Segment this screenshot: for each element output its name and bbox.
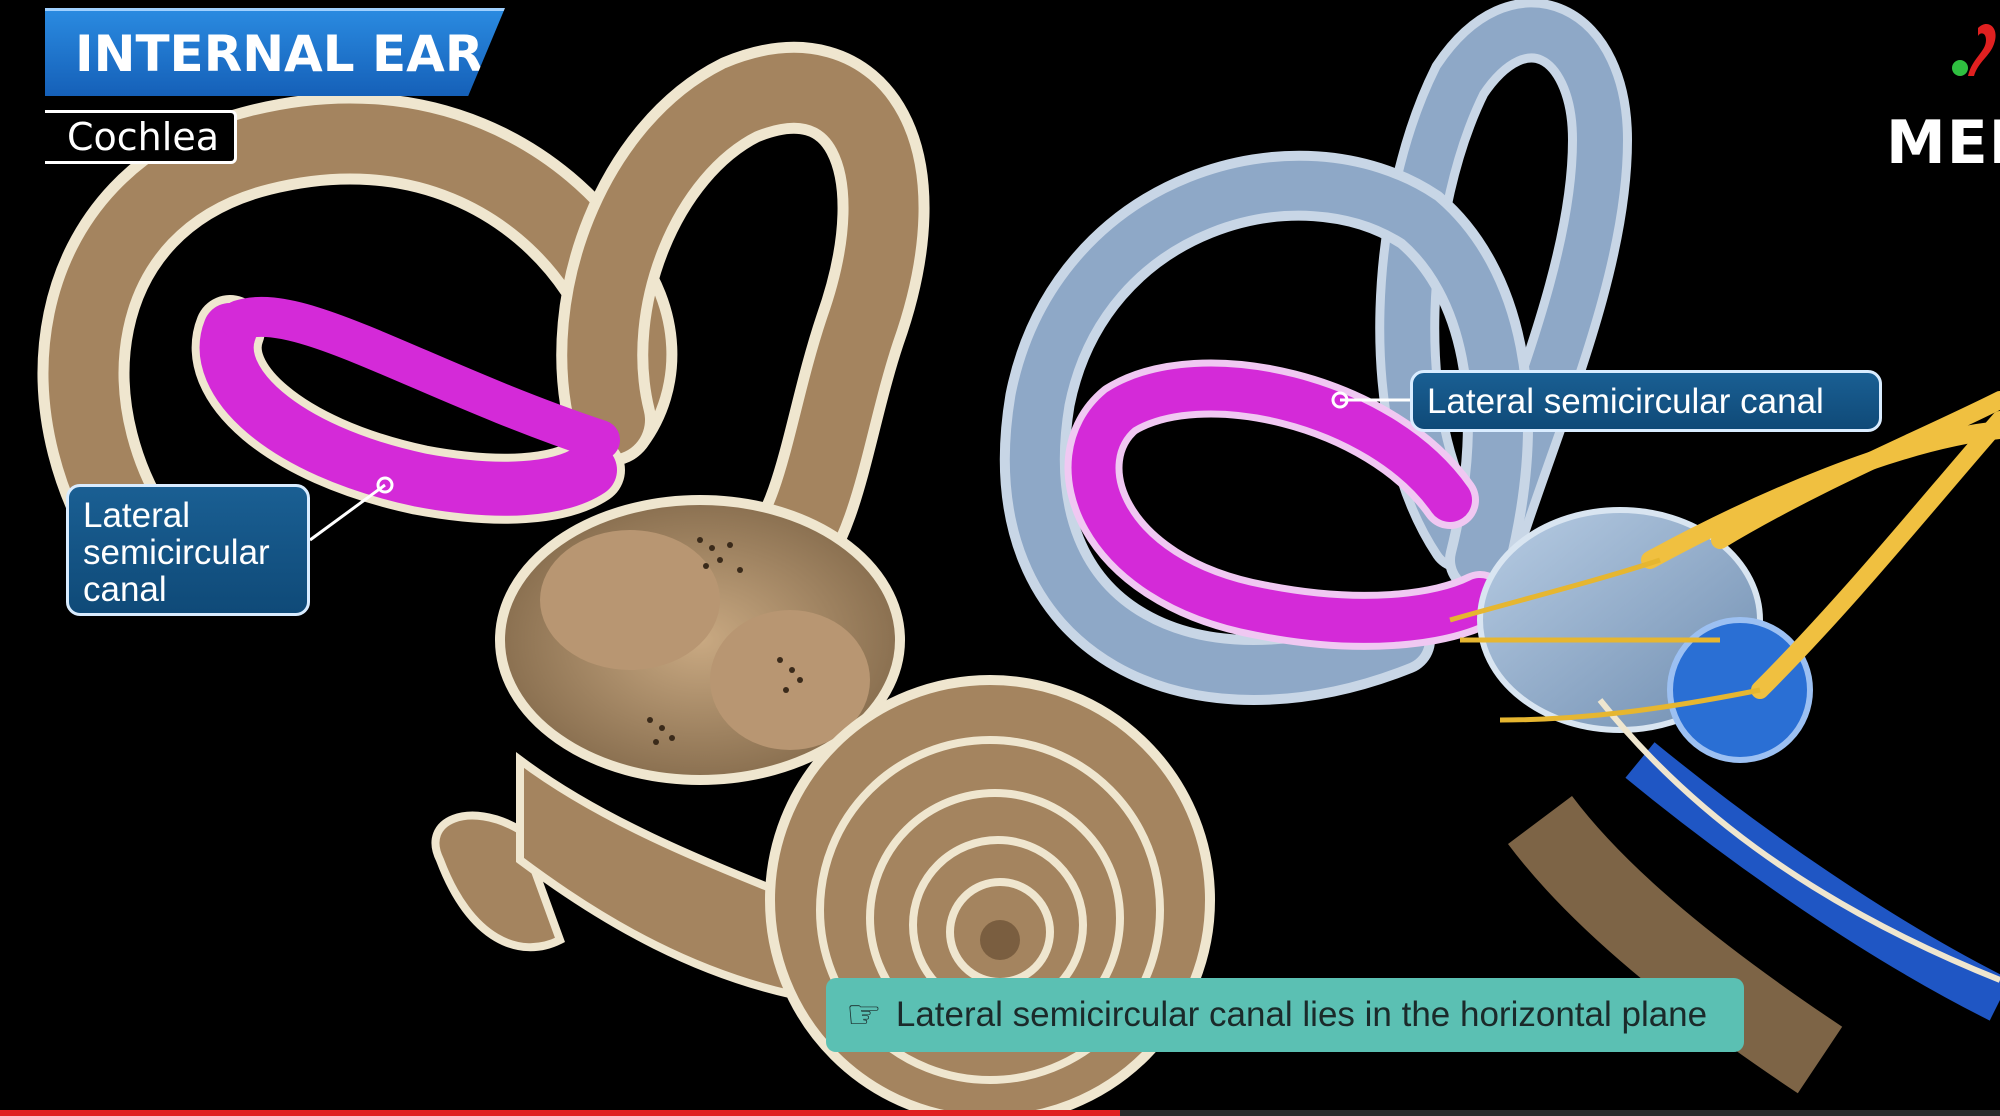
label-lateral-canal-left: Lateral semicircular canal — [66, 484, 310, 616]
label-lateral-canal-right: Lateral semicircular canal — [1410, 370, 1882, 432]
label-left-line-1: Lateral — [83, 496, 191, 535]
section-subtitle: Cochlea — [45, 110, 237, 164]
page-title: INTERNAL EAR — [45, 8, 505, 96]
leader-line-left — [309, 483, 386, 542]
label-right-text: Lateral semicircular canal — [1427, 381, 1824, 421]
membranous-labyrinth — [999, 0, 2000, 1094]
video-progress-fill — [0, 1110, 1120, 1116]
logo-text: MED — [1886, 108, 2000, 178]
pointing-hand-icon: ☞ — [846, 993, 882, 1037]
caption-text: Lateral semicircular canal lies in the h… — [895, 995, 1708, 1034]
subtitle-text: Cochlea — [67, 115, 219, 159]
video-progress-bar[interactable] — [0, 1110, 2000, 1116]
caption-box: ☞ Lateral semicircular canal lies in the… — [826, 978, 1744, 1052]
title-text: INTERNAL EAR — [75, 24, 484, 83]
label-left-line-3: canal — [83, 570, 167, 609]
logo-icon — [1952, 23, 1996, 76]
label-left-line-2: semicircular — [83, 533, 270, 572]
